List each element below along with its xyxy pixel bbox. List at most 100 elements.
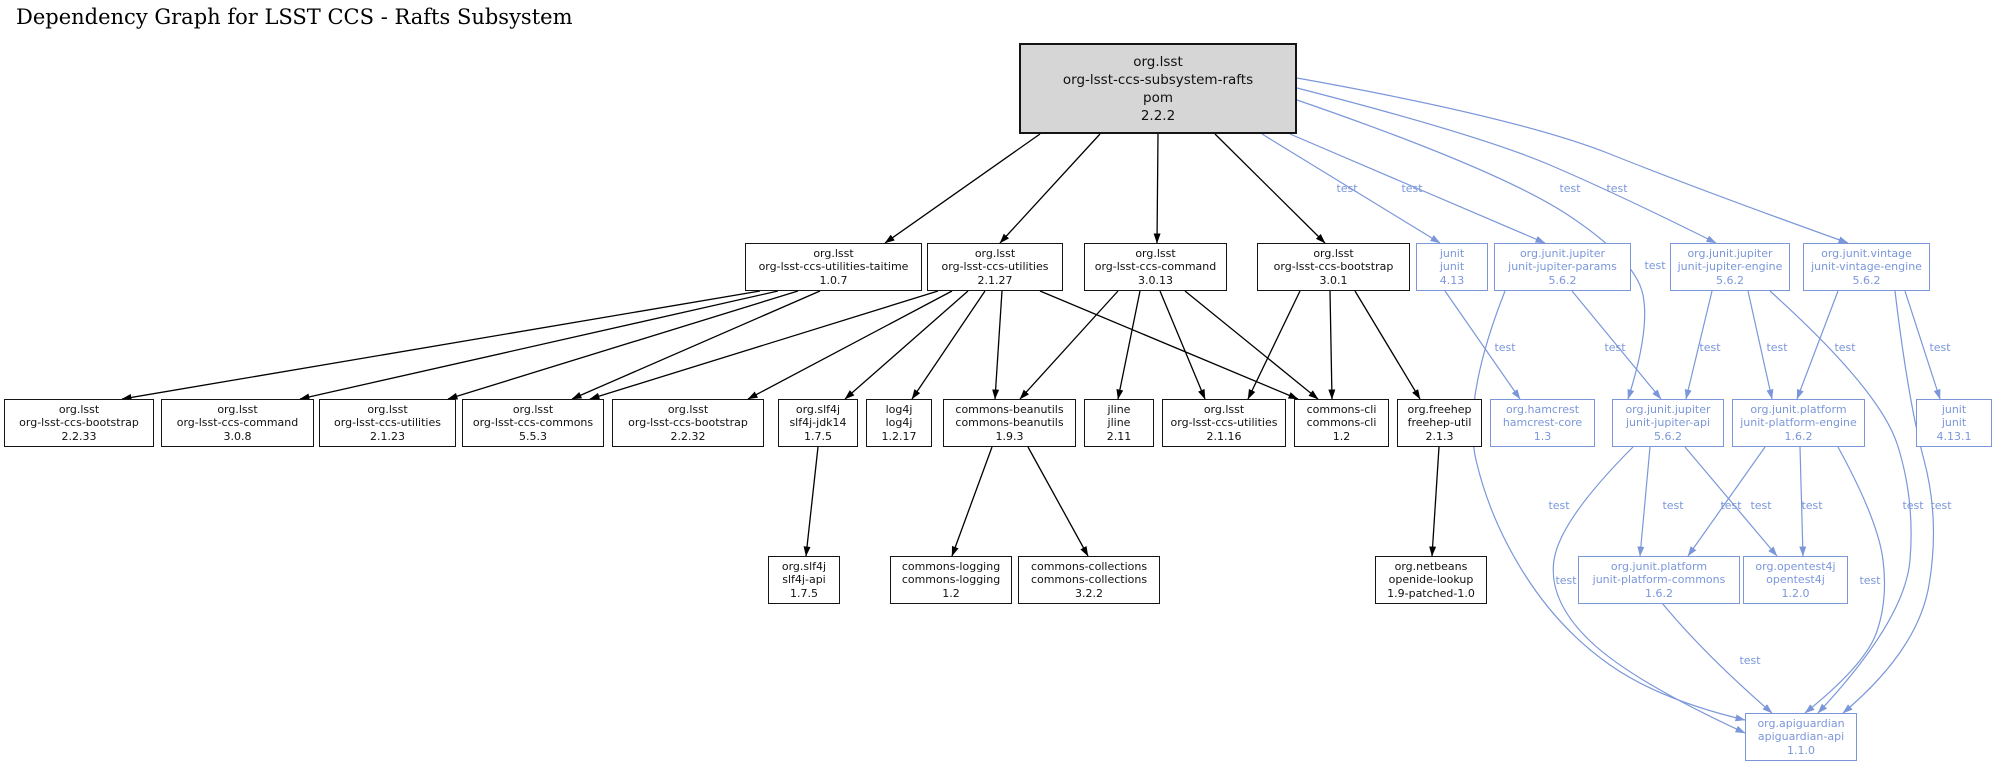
edge-pom--boot301	[1214, 133, 1326, 244]
node-text-line: org-lsst-ccs-bootstrap	[628, 416, 748, 430]
edge-label-test: test	[1801, 499, 1823, 512]
node-text-line: 2.1.27	[977, 273, 1013, 287]
node-text-line: org-lsst-ccs-commons	[472, 416, 594, 430]
node-text-line: 3.0.8	[223, 429, 252, 443]
node-text-line: org.junit.jupiter	[1625, 402, 1711, 416]
node-text-line: org.junit.jupiter	[1687, 246, 1773, 260]
node-text-line: 1.2.17	[881, 429, 917, 443]
edge-label-test: test	[1699, 341, 1721, 354]
node-text-line: org.lsst	[1203, 402, 1245, 416]
node-text-line: commons-logging	[901, 559, 1001, 573]
edge-label-test: test	[1336, 182, 1358, 195]
edge-util2127--commons553	[589, 290, 939, 400]
node-text-line: junit	[1941, 402, 1967, 416]
node-text-line: org-lsst-ccs-command	[176, 416, 299, 430]
edge-taitime--commons553	[571, 290, 821, 400]
node-text-line: jline	[1107, 402, 1131, 416]
edge-pom--junit413	[1261, 133, 1441, 244]
node-text-line: commons-collections	[1030, 573, 1148, 587]
edge-taitime--util2123	[447, 290, 799, 400]
node-text-line: commons-beanutils	[955, 416, 1064, 430]
edge-pom--cmd3013	[1153, 133, 1161, 244]
node-text-line: 2.11	[1106, 429, 1132, 443]
edge-taitime--cmd308	[299, 290, 779, 401]
node-text-line: commons-collections	[1030, 559, 1148, 573]
edge-vintage--junit4131	[1904, 290, 1941, 400]
node-text-line: org-lsst-ccs-utilities	[941, 260, 1049, 274]
edge-boot301--freehep	[1354, 290, 1421, 400]
node-text-line: org.lsst	[667, 402, 709, 416]
node-text-line: 1.7.5	[804, 429, 832, 443]
edge-label-test: test	[1548, 499, 1570, 512]
edge-util2127--log4j	[911, 290, 986, 400]
edge-label-test: test	[1766, 341, 1788, 354]
edge-cmd3013--beanutils	[1019, 290, 1119, 400]
node-text-line: org-lsst-ccs-bootstrap	[19, 416, 139, 430]
node-text-line: jline	[1107, 416, 1131, 430]
node-text-line: org.lsst	[512, 402, 554, 416]
edge-cmd3013--cli	[1184, 290, 1319, 400]
edge-label-test: test	[1559, 182, 1581, 195]
edge-beanutils--clogging	[951, 446, 993, 557]
node-text-line: 1.6.2	[1645, 586, 1673, 600]
node-text-line: hamcrest-core	[1502, 416, 1583, 430]
node-text-line: org-lsst-ccs-subsystem-rafts	[1062, 71, 1254, 88]
edge-label-test: test	[1555, 574, 1577, 587]
edge-api--opentest	[1684, 446, 1778, 557]
page-title: Dependency Graph for LSST CCS - Rafts Su…	[16, 5, 573, 29]
node-text-line: org-lsst-ccs-utilities	[334, 416, 441, 430]
edge-label-test: test	[1859, 574, 1881, 587]
node-text-line: org.lsst	[217, 402, 258, 416]
edge-label-test: test	[1494, 341, 1516, 354]
node-text-line: org.apiguardian	[1757, 716, 1845, 730]
edge-pom--engine	[1296, 87, 1717, 244]
node-text-line: apiguardian-api	[1757, 730, 1845, 744]
edge-taitime--boot2233	[121, 290, 761, 401]
edge-util2127--boot2232	[747, 290, 953, 400]
edge-beanutils--ccollections	[1027, 446, 1089, 557]
node-text-line: 1.9.3	[995, 429, 1024, 443]
edge-label-test: test	[1644, 259, 1666, 272]
node-text-line: freehep-util	[1407, 416, 1472, 430]
node-text-line: 2.2.2	[1140, 107, 1176, 124]
node-text-line: 3.0.13	[1138, 273, 1173, 287]
node-text-line: 1.3	[1533, 429, 1552, 443]
node-text-line: org.junit.platform	[1610, 559, 1708, 573]
edge-slf4jjdk--slf4japi	[803, 446, 819, 557]
node-text-line: 4.13.1	[1936, 429, 1972, 443]
node-text-line: 5.6.2	[1716, 273, 1744, 287]
node-text-line: junit	[1439, 246, 1465, 260]
node-text-line: commons-logging	[901, 573, 1001, 587]
edge-pengine--pcommons	[1687, 446, 1766, 557]
node-text-line: openide-lookup	[1388, 573, 1474, 587]
node-text-line: org-lsst-ccs-utilities-taitime	[758, 260, 909, 274]
edge-cmd3013--jline	[1116, 290, 1141, 400]
edge-freehep--netbeans	[1429, 446, 1440, 557]
node-text-line: 2.2.32	[670, 429, 706, 443]
node-text-line: 2.1.16	[1206, 429, 1242, 443]
edge-util2127--beanutils	[992, 290, 1003, 400]
edge-vintage--apiguardian	[1842, 290, 1935, 714]
node-text-line: pom	[1143, 89, 1173, 106]
edge-api--apiguardian	[1552, 446, 1746, 734]
edge-pom--taitime	[884, 133, 1041, 244]
